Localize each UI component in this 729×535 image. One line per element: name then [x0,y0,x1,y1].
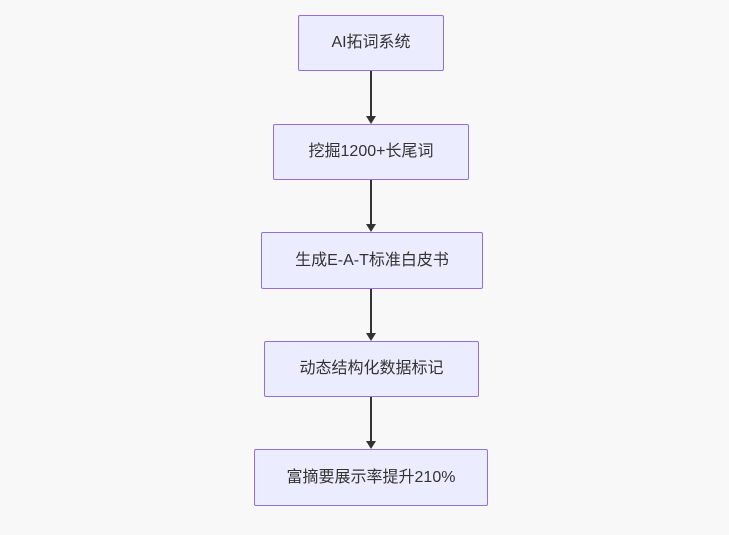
arrow-head-icon [366,224,376,232]
flow-node-longtail-mining: 挖掘1200+长尾词 [273,124,469,180]
flow-node-label: 挖掘1200+长尾词 [308,143,434,161]
arrow-line [370,180,372,225]
flow-arrow-n2-n3 [365,180,377,232]
arrow-head-icon [366,116,376,124]
flow-node-label: 富摘要展示率提升210% [286,468,456,486]
arrow-head-icon [366,441,376,449]
arrow-line [370,71,372,117]
flow-node-eat-whitepaper: 生成E-A-T标准白皮书 [261,232,483,289]
flow-node-rich-snippet-result: 富摘要展示率提升210% [254,449,488,506]
flow-node-structured-data-markup: 动态结构化数据标记 [264,341,479,397]
flow-arrow-n4-n5 [365,397,377,449]
arrow-head-icon [366,333,376,341]
flow-node-label: 生成E-A-T标准白皮书 [295,251,449,269]
flow-node-label: 动态结构化数据标记 [299,360,444,378]
arrow-line [370,289,372,334]
flow-arrow-n1-n2 [365,71,377,124]
arrow-line [370,397,372,442]
flow-node-label: AI拓词系统 [331,34,411,52]
flow-node-ai-keyword-system: AI拓词系统 [298,15,444,71]
flow-arrow-n3-n4 [365,289,377,341]
